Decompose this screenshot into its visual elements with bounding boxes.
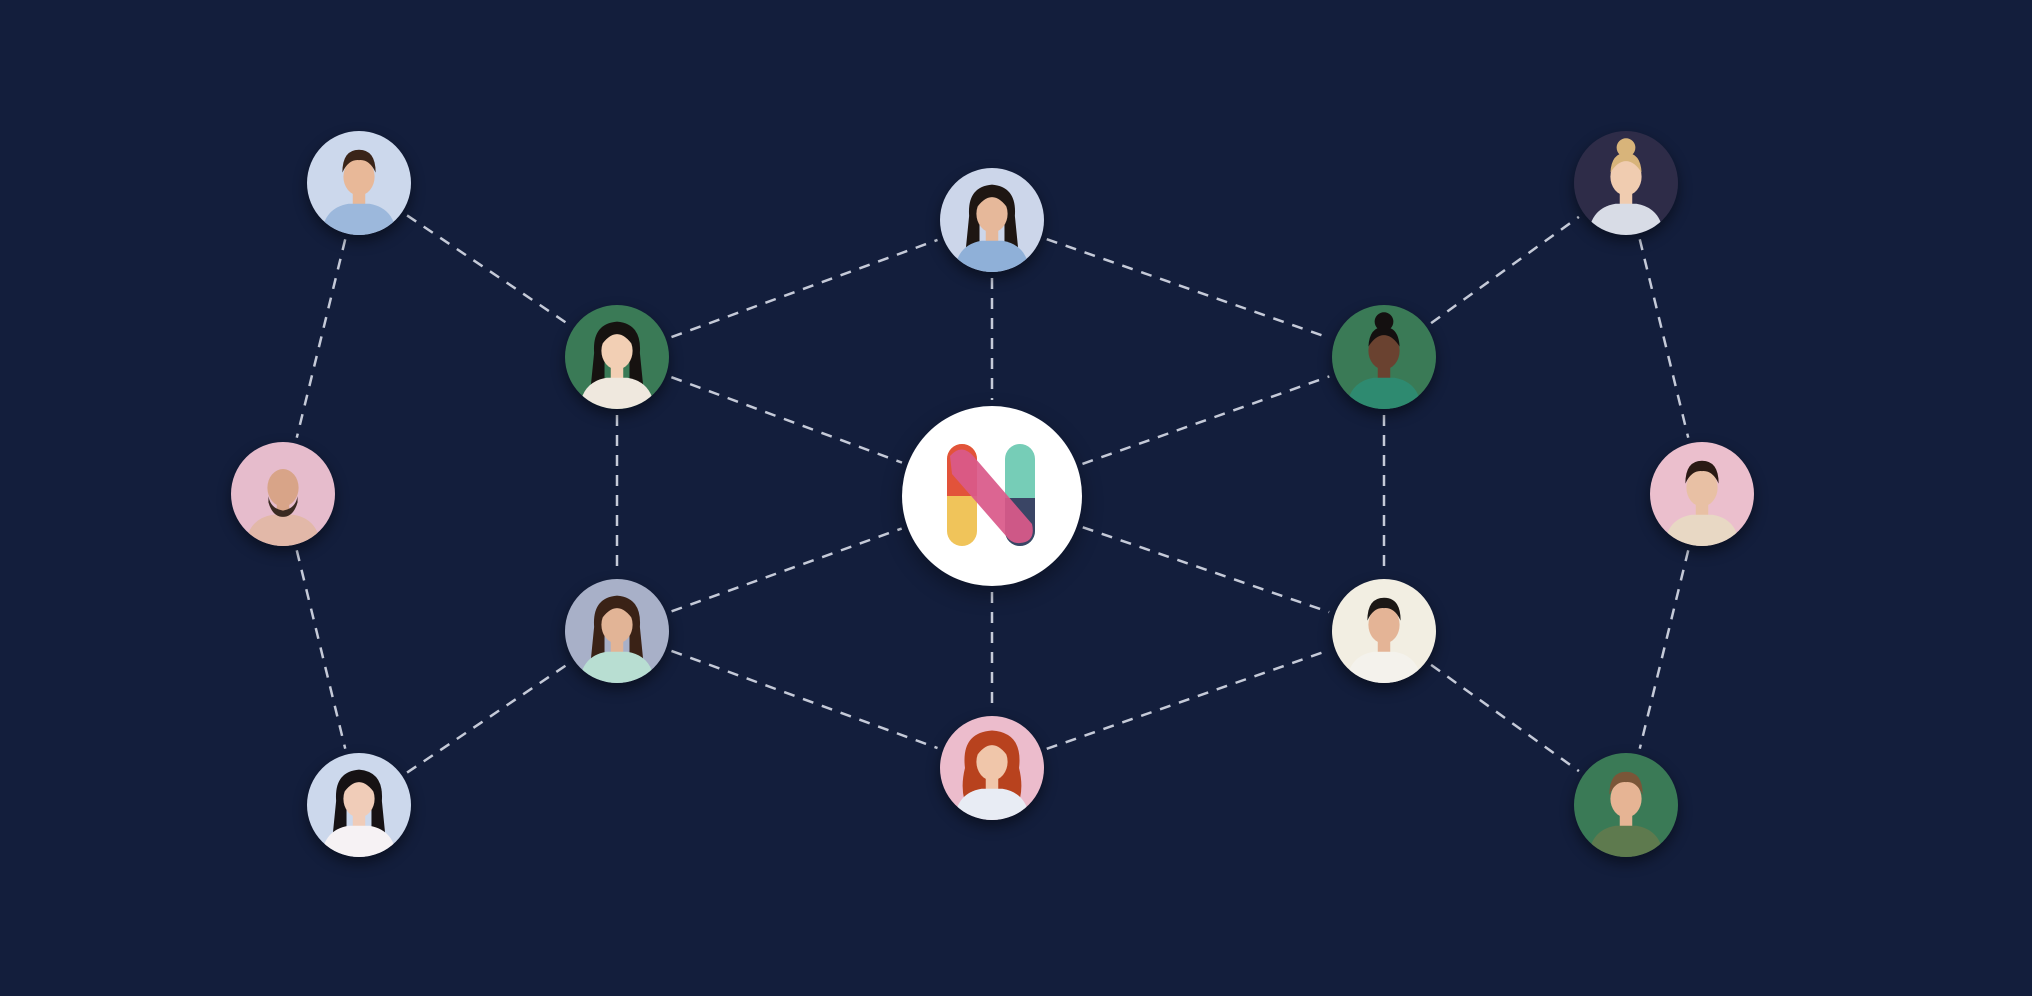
avatar-man-blue-shirt [307, 131, 411, 235]
connection-line [406, 214, 570, 326]
avatar-woman-bangs [307, 753, 411, 857]
connection-line [295, 550, 347, 749]
connection-line [1082, 375, 1330, 466]
connection-line [671, 649, 938, 750]
connection-line [295, 239, 347, 438]
portrait-illustration [1574, 131, 1678, 235]
connection-line [1046, 648, 1330, 751]
avatar-woman-mint-shirt [565, 579, 669, 683]
connection-line [1046, 237, 1330, 340]
avatar-man-white-shirt [1332, 579, 1436, 683]
logo-diagonal-stroke [950, 449, 1033, 544]
portrait-illustration [231, 442, 335, 546]
avatar-woman-blazer [1574, 131, 1678, 235]
avatar-woman-denim-shirt [940, 168, 1044, 272]
portrait-illustration [565, 579, 669, 683]
avatar-woman-cream-sweater [565, 305, 669, 409]
avatar-woman-green-top [1332, 305, 1436, 409]
n-brand-logo [902, 406, 1082, 586]
portrait-illustration [1574, 753, 1678, 857]
avatar-woman-short-hair [1650, 442, 1754, 546]
avatar-man-olive-shirt [1574, 753, 1678, 857]
portrait-illustration [307, 753, 411, 857]
portrait-illustration [1332, 579, 1436, 683]
portrait-illustration [1332, 305, 1436, 409]
connection-line [1082, 526, 1330, 614]
avatar-bearded-man [231, 442, 335, 546]
portrait-illustration [940, 168, 1044, 272]
portrait-illustration [1650, 442, 1754, 546]
connection-line [1430, 215, 1580, 325]
portrait-illustration [940, 716, 1044, 820]
connection-line [406, 662, 570, 774]
connection-line [1430, 663, 1580, 773]
avatar-woman-red-curly-hair [940, 716, 1044, 820]
n-logo-icon [947, 444, 1035, 546]
connection-line [1638, 239, 1690, 438]
portrait-illustration [565, 305, 669, 409]
connection-line [1638, 550, 1690, 749]
connection-line [671, 527, 903, 613]
connection-line [670, 375, 903, 464]
connection-line [671, 238, 938, 339]
portrait-illustration [307, 131, 411, 235]
